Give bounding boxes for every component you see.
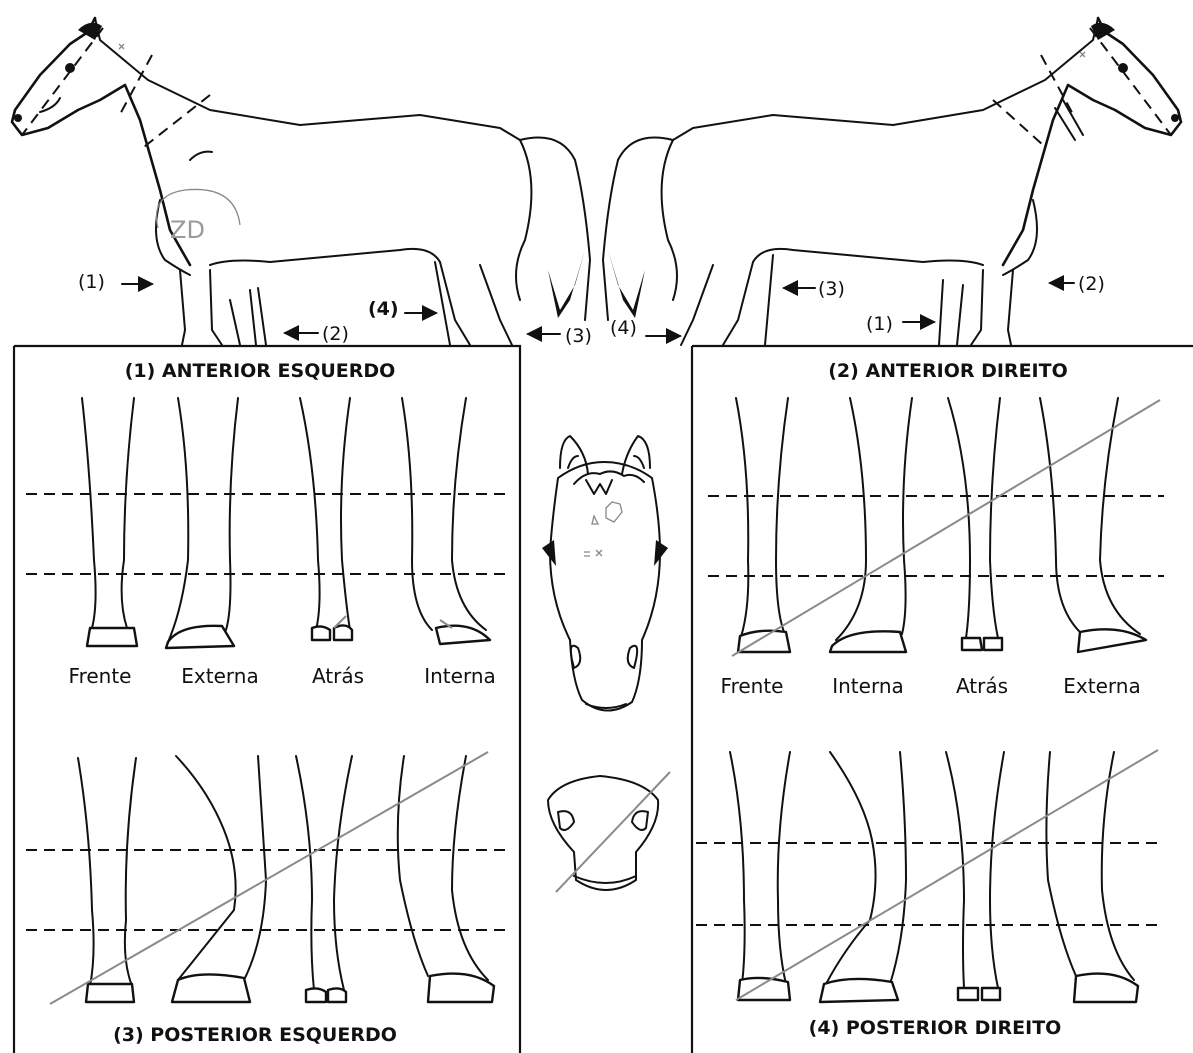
leg-back	[300, 398, 352, 640]
leg-external	[1040, 398, 1146, 652]
muzzle-front-view	[548, 772, 670, 892]
leg-internal	[820, 752, 906, 1002]
view-label: Frente	[69, 664, 132, 688]
leg-front	[736, 398, 790, 652]
leg-back	[296, 756, 352, 1002]
view-label: Atrás	[312, 664, 364, 688]
leg-internal	[398, 756, 494, 1002]
leg-back	[948, 398, 1002, 650]
panel-anterior-esquerdo: (1) ANTERIOR ESQUERDO Frente Externa	[26, 360, 508, 688]
annulled-line	[736, 750, 1158, 1000]
panel-posterior-direito: (4) POSTERIOR DIREITO	[696, 750, 1164, 1039]
panel-title: (4) POSTERIOR DIREITO	[809, 1017, 1062, 1039]
view-label: Interna	[832, 674, 904, 698]
leg-front	[82, 398, 137, 646]
view-label: Externa	[181, 664, 258, 688]
panel-title: (1) ANTERIOR ESQUERDO	[125, 360, 396, 382]
annulled-line	[556, 772, 670, 892]
panel-title: (3) POSTERIOR ESQUERDO	[113, 1024, 397, 1046]
marker-1-right: (1)	[866, 313, 893, 335]
view-label: Frente	[721, 674, 784, 698]
marker-2-left: (2)	[322, 323, 349, 345]
leg-external	[166, 398, 238, 648]
annulled-line	[732, 400, 1160, 656]
marker-3-right: (3)	[818, 278, 845, 300]
horse-right-side-view	[603, 18, 1181, 345]
leg-front	[78, 758, 136, 1002]
leg-front	[730, 752, 790, 1000]
panel-frames	[14, 346, 1193, 1053]
leg-external	[172, 756, 266, 1002]
panel-posterior-esquerdo: (3) POSTERIOR ESQUERDO	[26, 752, 508, 1046]
panel-anterior-direito: (2) ANTERIOR DIREITO Frente Interna Atrá…	[708, 360, 1164, 698]
view-label: Atrás	[956, 674, 1008, 698]
view-label: Externa	[1063, 674, 1140, 698]
marker-1-left: (1)	[78, 271, 105, 293]
head-front-view	[542, 436, 668, 711]
marker-4-right: (4)	[610, 317, 637, 339]
leg-internal	[402, 398, 490, 644]
zone-label: ZD	[170, 216, 205, 244]
horse-left-side-view: ZD	[12, 18, 590, 345]
markers-right: (4) (3) (2) (1)	[610, 273, 1105, 339]
annulled-line	[50, 752, 488, 1004]
marker-3-left: (3)	[565, 325, 592, 347]
panel-title: (2) ANTERIOR DIREITO	[828, 360, 1067, 382]
view-label: Interna	[424, 664, 496, 688]
marker-2-right: (2)	[1078, 273, 1105, 295]
markers-left: (1) (2) (4) (3)	[78, 271, 592, 347]
leg-back	[946, 752, 1004, 1000]
marker-4-left: (4)	[368, 298, 399, 320]
leg-internal	[830, 398, 912, 652]
